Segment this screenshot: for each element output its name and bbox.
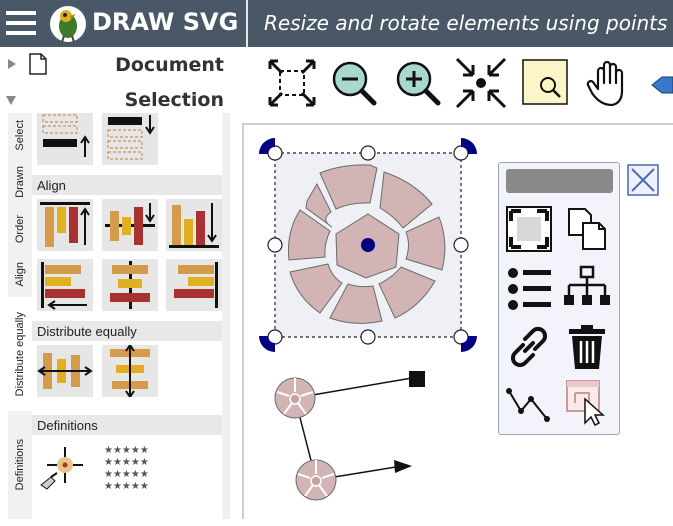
- tools-panel: Align: [32, 113, 222, 519]
- section-distribute-header: Distribute equally: [32, 321, 222, 341]
- close-context-button[interactable]: [627, 164, 659, 196]
- tree-item-document[interactable]: Document: [0, 49, 242, 79]
- align-middle-tile[interactable]: [102, 199, 158, 251]
- delete-button[interactable]: [563, 323, 611, 371]
- canvas-svg[interactable]: [244, 125, 673, 521]
- align-bottom-tile[interactable]: [166, 199, 222, 251]
- section-definitions-header: Definitions: [32, 415, 222, 435]
- path-button[interactable]: [505, 379, 553, 427]
- distribute-vertical-tile[interactable]: [102, 343, 158, 399]
- align-bottom-icon: [169, 203, 219, 248]
- align-left-tile[interactable]: [37, 259, 93, 311]
- list-button[interactable]: [505, 265, 553, 313]
- app-title: DRAW SVG: [92, 8, 239, 36]
- marker-definition-icon: [40, 447, 83, 490]
- align-middle-icon: [105, 203, 155, 245]
- hierarchy-button[interactable]: [563, 265, 611, 313]
- svg-text:★★★★★: ★★★★★: [104, 481, 149, 492]
- hierarchy-icon: [564, 265, 610, 305]
- rotation-center-handle[interactable]: [361, 238, 375, 252]
- duplicate-icon: [568, 208, 606, 250]
- align-right-tile[interactable]: [166, 259, 222, 311]
- shrink-icon: [455, 57, 507, 109]
- star-pattern-icon: ★★★★★ ★★★★★ ★★★★★ ★★★★★: [104, 445, 149, 492]
- select-all-button[interactable]: [505, 205, 553, 253]
- selected-wheel-shape[interactable]: [288, 164, 446, 324]
- select-up-icon: [42, 114, 90, 157]
- zoom-rectangle-icon: [522, 59, 568, 105]
- zoom-rectangle-button[interactable]: [520, 55, 576, 111]
- section-align-header: Align: [32, 175, 222, 195]
- align-left-icon: [41, 262, 87, 310]
- path-icon: [506, 388, 550, 422]
- vertical-tabs: Select Drawn Order Align Distribute equa…: [8, 113, 32, 519]
- more-tools-button[interactable]: [646, 55, 673, 111]
- zoom-out-button[interactable]: [328, 55, 384, 111]
- align-right-icon: [174, 262, 218, 308]
- align-center-icon: [110, 261, 150, 309]
- header-separator: [246, 0, 248, 47]
- app-header: DRAW SVG Resize and rotate elements usin…: [0, 0, 673, 47]
- tab-distribute-equally[interactable]: Distribute equally: [8, 297, 32, 411]
- fit-to-window-button[interactable]: [264, 55, 320, 111]
- svg-text:★★★★★: ★★★★★: [104, 457, 149, 468]
- fit-to-window-icon: [268, 59, 316, 107]
- zoom-in-button[interactable]: [390, 55, 446, 111]
- small-wheel-1[interactable]: [274, 377, 316, 419]
- align-center-tile[interactable]: [102, 259, 158, 311]
- small-wheel-2[interactable]: [295, 459, 337, 501]
- zoom-out-icon: [332, 61, 377, 106]
- tab-align[interactable]: Align: [14, 261, 26, 287]
- panel-scrollbar[interactable]: [222, 113, 230, 519]
- tree-label-document: Document: [115, 54, 224, 76]
- open-window-button[interactable]: [563, 379, 611, 427]
- list-icon: [508, 268, 551, 310]
- svg-text:★★★★★: ★★★★★: [104, 445, 149, 456]
- definition-marker-tile[interactable]: [37, 441, 93, 493]
- expand-arrow-icon[interactable]: [6, 58, 18, 70]
- shrink-button[interactable]: [453, 55, 509, 111]
- document-icon: [29, 53, 47, 75]
- hamburger-menu-icon[interactable]: [6, 9, 38, 37]
- link-icon: [510, 326, 548, 368]
- open-window-icon: [566, 380, 605, 427]
- pan-hand-icon: [586, 60, 624, 107]
- header-subtitle: Resize and rotate elements using points …: [264, 11, 673, 35]
- zoom-in-icon: [396, 61, 441, 106]
- tab-definitions[interactable]: Definitions: [14, 439, 26, 491]
- collapse-arrow-icon[interactable]: [5, 94, 17, 106]
- align-top-tile[interactable]: [37, 199, 93, 251]
- tab-select[interactable]: Select: [14, 119, 26, 151]
- left-panel: Document Selection Select Drawn Order Al…: [0, 47, 242, 519]
- canvas-toolbar: [242, 47, 673, 120]
- select-up-tile[interactable]: [37, 113, 93, 165]
- pan-hand-button[interactable]: [582, 55, 638, 111]
- tab-drawn[interactable]: Drawn: [14, 166, 26, 198]
- definition-pattern-tile[interactable]: ★★★★★ ★★★★★ ★★★★★ ★★★★★: [102, 441, 158, 493]
- blue-shape-icon: [651, 76, 673, 94]
- tab-order[interactable]: Order: [14, 214, 26, 244]
- distribute-vertical-icon: [110, 343, 150, 399]
- tree-item-selection[interactable]: Selection: [0, 84, 242, 114]
- select-down-tile[interactable]: [102, 113, 158, 165]
- duplicate-button[interactable]: [563, 205, 611, 253]
- context-menu-drag-bar[interactable]: [506, 169, 613, 193]
- context-menu: [498, 162, 620, 435]
- select-all-icon: [506, 206, 552, 252]
- select-down-icon: [107, 115, 155, 160]
- link-button[interactable]: [505, 323, 553, 371]
- tree-label-selection: Selection: [124, 89, 224, 111]
- align-top-icon: [40, 202, 90, 247]
- distribute-horizontal-icon: [37, 353, 93, 389]
- rotate-handles[interactable]: [259, 138, 477, 352]
- distribute-horizontal-tile[interactable]: [37, 345, 93, 397]
- svg-text:★★★★★: ★★★★★: [104, 469, 149, 480]
- close-icon: [627, 164, 659, 196]
- app-logo-icon: [50, 6, 86, 43]
- delete-icon: [569, 325, 605, 369]
